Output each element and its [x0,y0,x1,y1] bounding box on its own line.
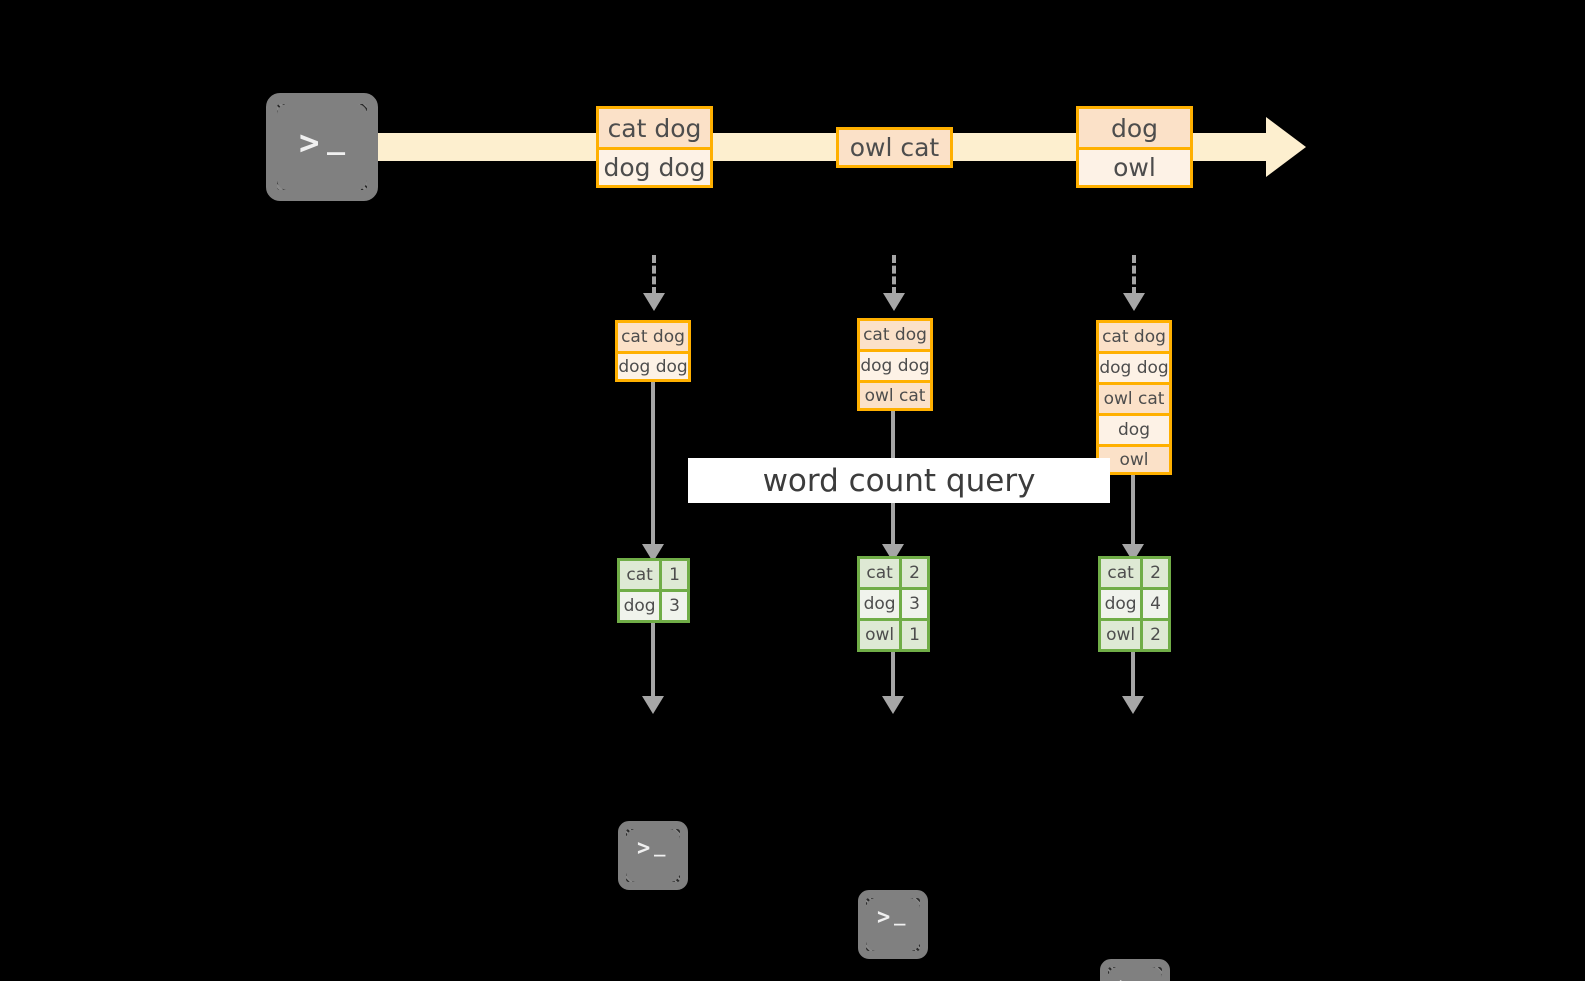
snapshot-record-row: cat dog [857,318,933,349]
terminal-prompt-glyph: > [877,905,891,930]
snapshot-1-record-stack[interactable]: cat dog dog dog [615,320,691,382]
result-count-cell: 1 [902,621,927,649]
query-band: word count query [688,458,1110,503]
terminal-cursor-glyph: _ [327,121,346,156]
snapshot-record-row: cat dog [615,320,691,351]
result-table-1[interactable]: cat 1 dog 3 [617,558,690,623]
result-table-3[interactable]: cat 2 dog 4 owl 2 [1098,556,1171,652]
snapshot-1-query-connector [651,382,655,547]
result-2-sink-connector [891,652,895,699]
result-3-sink-connector [1131,652,1135,699]
stream-record-line: owl cat [836,127,953,168]
result-word-cell: owl [1101,621,1144,649]
query-band-label: word count query [762,462,1036,499]
terminal-screen [277,104,367,190]
snapshot-record-row: dog dog [615,351,691,382]
result-2-sink-arrowhead [882,696,904,714]
snapshot-record-row: owl cat [1096,382,1172,413]
snapshot-record-row: owl cat [857,380,933,411]
result-count-cell: 2 [902,559,927,587]
result-row: dog 3 [860,590,927,621]
snapshot-3-dashed-arrowhead [1123,293,1145,311]
sink-terminal-icon-1[interactable]: > _ [618,821,688,890]
snapshot-1-dashed-arrowhead [643,293,665,311]
result-row: owl 1 [860,621,927,649]
result-3-sink-arrowhead [1122,696,1144,714]
terminal-prompt-glyph: > [1119,976,1132,981]
source-terminal-icon[interactable]: > _ [266,93,378,201]
snapshot-record-row: dog dog [857,349,933,380]
stream-record-line: dog dog [596,147,713,188]
result-count-cell: 2 [1143,559,1168,587]
stream-record-line: owl [1076,147,1193,188]
result-table-2[interactable]: cat 2 dog 3 owl 1 [857,556,930,652]
stream-arrow-head [1266,117,1306,177]
result-word-cell: owl [860,621,903,649]
snapshot-2-dashed-connector [892,255,896,295]
stream-record-2[interactable]: owl cat [836,127,953,168]
snapshot-1-dashed-connector [652,255,656,295]
terminal-screen [1108,967,1162,981]
result-word-cell: cat [860,559,903,587]
terminal-cursor-glyph: _ [1136,975,1147,981]
terminal-screen [626,829,680,882]
sink-terminal-icon-3[interactable]: > _ [1100,959,1170,981]
stream-record-3[interactable]: dog owl [1076,106,1193,188]
terminal-screen [866,898,920,951]
stream-record-line: dog [1076,106,1193,147]
snapshot-record-row: dog [1096,413,1172,444]
result-row: dog 3 [620,592,687,620]
terminal-prompt-glyph: > [299,123,320,163]
snapshot-3-dashed-connector [1132,255,1136,295]
stream-record-1[interactable]: cat dog dog dog [596,106,713,188]
result-row: owl 2 [1101,621,1168,649]
result-count-cell: 3 [902,590,927,618]
result-count-cell: 4 [1143,590,1168,618]
snapshot-3-query-connector [1131,475,1135,547]
result-row: cat 2 [1101,559,1168,590]
snapshot-2-dashed-arrowhead [883,293,905,311]
stream-record-line: cat dog [596,106,713,147]
result-word-cell: cat [620,561,663,589]
result-word-cell: dog [860,590,903,618]
result-word-cell: dog [620,592,663,620]
result-count-cell: 2 [1143,621,1168,649]
result-count-cell: 3 [662,592,687,620]
snapshot-2-record-stack[interactable]: cat dog dog dog owl cat [857,318,933,411]
result-row: cat 2 [860,559,927,590]
result-count-cell: 1 [662,561,687,589]
sink-terminal-icon-2[interactable]: > _ [858,890,928,959]
snapshot-record-row: dog dog [1096,351,1172,382]
snapshot-3-record-stack[interactable]: cat dog dog dog owl cat dog owl [1096,320,1172,475]
result-row: cat 1 [620,561,687,592]
snapshot-1-query-arrowhead [642,544,664,562]
snapshot-record-row: cat dog [1096,320,1172,351]
result-word-cell: dog [1101,590,1144,618]
result-word-cell: cat [1101,559,1144,587]
terminal-prompt-glyph: > [637,836,651,861]
result-row: dog 4 [1101,590,1168,621]
terminal-cursor-glyph: _ [894,904,906,926]
result-1-sink-connector [651,623,655,699]
result-1-sink-arrowhead [642,696,664,714]
terminal-cursor-glyph: _ [654,835,666,857]
